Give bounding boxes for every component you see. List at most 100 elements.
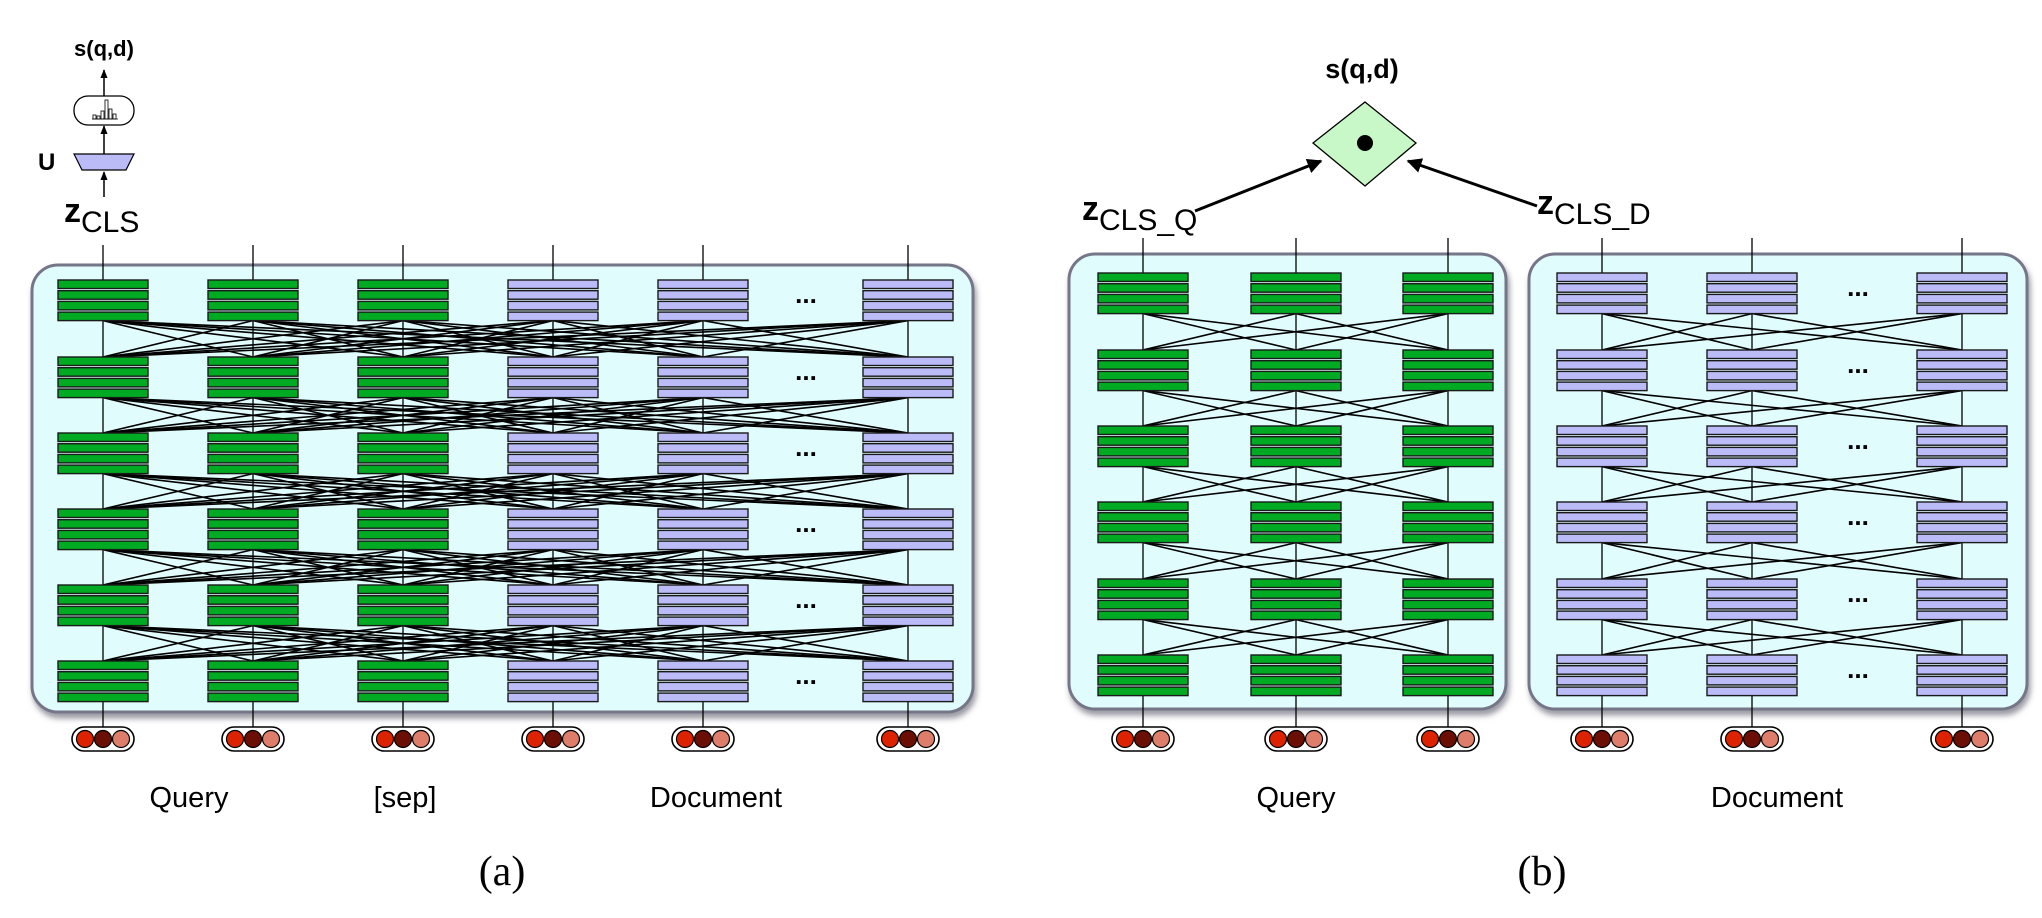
hidden-unit-bar xyxy=(357,432,449,443)
hidden-unit-bar xyxy=(357,300,449,311)
hidden-unit-bar xyxy=(357,692,449,703)
input-token-embedding xyxy=(521,726,585,752)
embedding-dim-circle xyxy=(525,729,545,749)
hidden-unit-bar xyxy=(507,453,599,464)
hidden-unit-bar xyxy=(1097,436,1189,446)
hidden-unit-bar xyxy=(657,279,749,290)
hidden-unit-bar xyxy=(1556,578,1648,589)
hidden-unit-bar xyxy=(1706,686,1798,697)
panel-a-block xyxy=(207,432,299,475)
hidden-unit-bar xyxy=(1916,654,2008,665)
hidden-unit-bar xyxy=(507,681,599,692)
document-encoder-block xyxy=(1916,578,2008,621)
attention-line xyxy=(102,548,404,586)
hidden-unit-bar xyxy=(207,377,299,388)
attention-line xyxy=(552,624,704,662)
attention-line xyxy=(1142,465,1297,503)
hidden-unit-bar xyxy=(862,605,954,616)
hidden-unit-bar xyxy=(1250,349,1342,360)
hidden-unit-bar xyxy=(1250,360,1342,370)
hidden-unit-bar xyxy=(1916,446,2008,457)
hidden-unit-bar xyxy=(1706,578,1798,589)
hidden-unit-bar xyxy=(862,453,954,464)
query-encoder-block xyxy=(1402,425,1494,468)
hidden-unit-bar xyxy=(207,311,299,322)
attention-line xyxy=(102,396,704,434)
hidden-unit-bar xyxy=(1556,610,1648,621)
ellipsis-label: ... xyxy=(795,584,817,614)
attention-line xyxy=(1751,465,1963,503)
query-encoder-block xyxy=(1250,349,1342,392)
classifier-histogram-icon xyxy=(73,95,135,126)
attention-line xyxy=(102,319,554,358)
attention-line xyxy=(1142,389,1449,427)
attention-line xyxy=(1142,541,1449,580)
hidden-unit-bar xyxy=(57,367,149,377)
hidden-unit-bar xyxy=(657,432,749,443)
hidden-unit-bar xyxy=(357,377,449,388)
hidden-unit-bar xyxy=(862,300,954,311)
hidden-unit-bar xyxy=(57,290,149,300)
hidden-unit-bar xyxy=(862,279,954,290)
attention-line xyxy=(102,396,254,434)
panel-a-block xyxy=(862,660,954,703)
hidden-unit-bar xyxy=(1556,283,1648,293)
attention-line xyxy=(402,548,909,586)
hidden-unit-bar xyxy=(1250,610,1342,621)
embedding-dim-circle xyxy=(693,729,713,749)
attention-line xyxy=(1601,312,1963,351)
attention-line xyxy=(1601,465,1963,503)
hidden-unit-bar xyxy=(207,388,299,399)
hidden-unit-bar xyxy=(207,367,299,377)
ellipsis-label: ... xyxy=(1847,272,1869,302)
attention-line xyxy=(252,396,704,434)
hidden-unit-bar xyxy=(657,508,749,519)
hidden-unit-bar xyxy=(207,519,299,529)
hidden-unit-bar xyxy=(57,660,149,671)
attention-line xyxy=(102,624,254,662)
attention-line xyxy=(552,548,704,586)
hidden-unit-bar xyxy=(1402,675,1494,686)
hidden-unit-bar xyxy=(1706,522,1798,533)
embedding-dim-circle xyxy=(375,729,395,749)
hidden-unit-bar xyxy=(1916,665,2008,675)
hidden-unit-bar xyxy=(657,311,749,322)
attention-line xyxy=(402,319,909,358)
hidden-unit-bar xyxy=(357,388,449,399)
attention-line xyxy=(702,472,909,510)
attention-line xyxy=(1142,312,1449,351)
hidden-unit-bar xyxy=(1556,370,1648,381)
hidden-unit-bar xyxy=(1097,272,1189,283)
panel-b-bi-encoder: .................. s(q,d) zCLS_Q zCLS_D … xyxy=(1067,54,2029,895)
attention-line xyxy=(102,548,704,586)
hidden-unit-bar xyxy=(1250,370,1342,381)
attention-line xyxy=(402,319,704,358)
panel-a-block xyxy=(862,584,954,627)
hidden-unit-bar xyxy=(1556,589,1648,599)
hidden-unit-bar xyxy=(207,432,299,443)
panel-a-block xyxy=(57,508,149,551)
query-cls-arrow xyxy=(1194,159,1323,213)
doc-cls-label: zCLS_D xyxy=(1537,184,1651,231)
hidden-unit-bar xyxy=(1556,533,1648,544)
hidden-unit-bar xyxy=(57,300,149,311)
hidden-unit-bar xyxy=(207,290,299,300)
hidden-unit-bar xyxy=(507,540,599,551)
attention-line xyxy=(552,319,704,358)
attention-line xyxy=(1142,312,1297,351)
hidden-unit-bar xyxy=(507,595,599,605)
panel-a-attention-lines xyxy=(102,245,909,728)
hidden-unit-bar xyxy=(57,508,149,519)
hidden-unit-bar xyxy=(1402,686,1494,697)
attention-line xyxy=(102,624,404,662)
hidden-unit-bar xyxy=(657,660,749,671)
hidden-unit-bar xyxy=(657,388,749,399)
panel-a-score-label: s(q,d) xyxy=(74,36,134,61)
embedding-dim-circle xyxy=(1151,729,1171,749)
hidden-unit-bar xyxy=(1250,381,1342,392)
panel-a-block xyxy=(862,356,954,399)
attention-line xyxy=(1295,541,1449,580)
hidden-unit-bar xyxy=(862,367,954,377)
hidden-unit-bar xyxy=(1250,533,1342,544)
